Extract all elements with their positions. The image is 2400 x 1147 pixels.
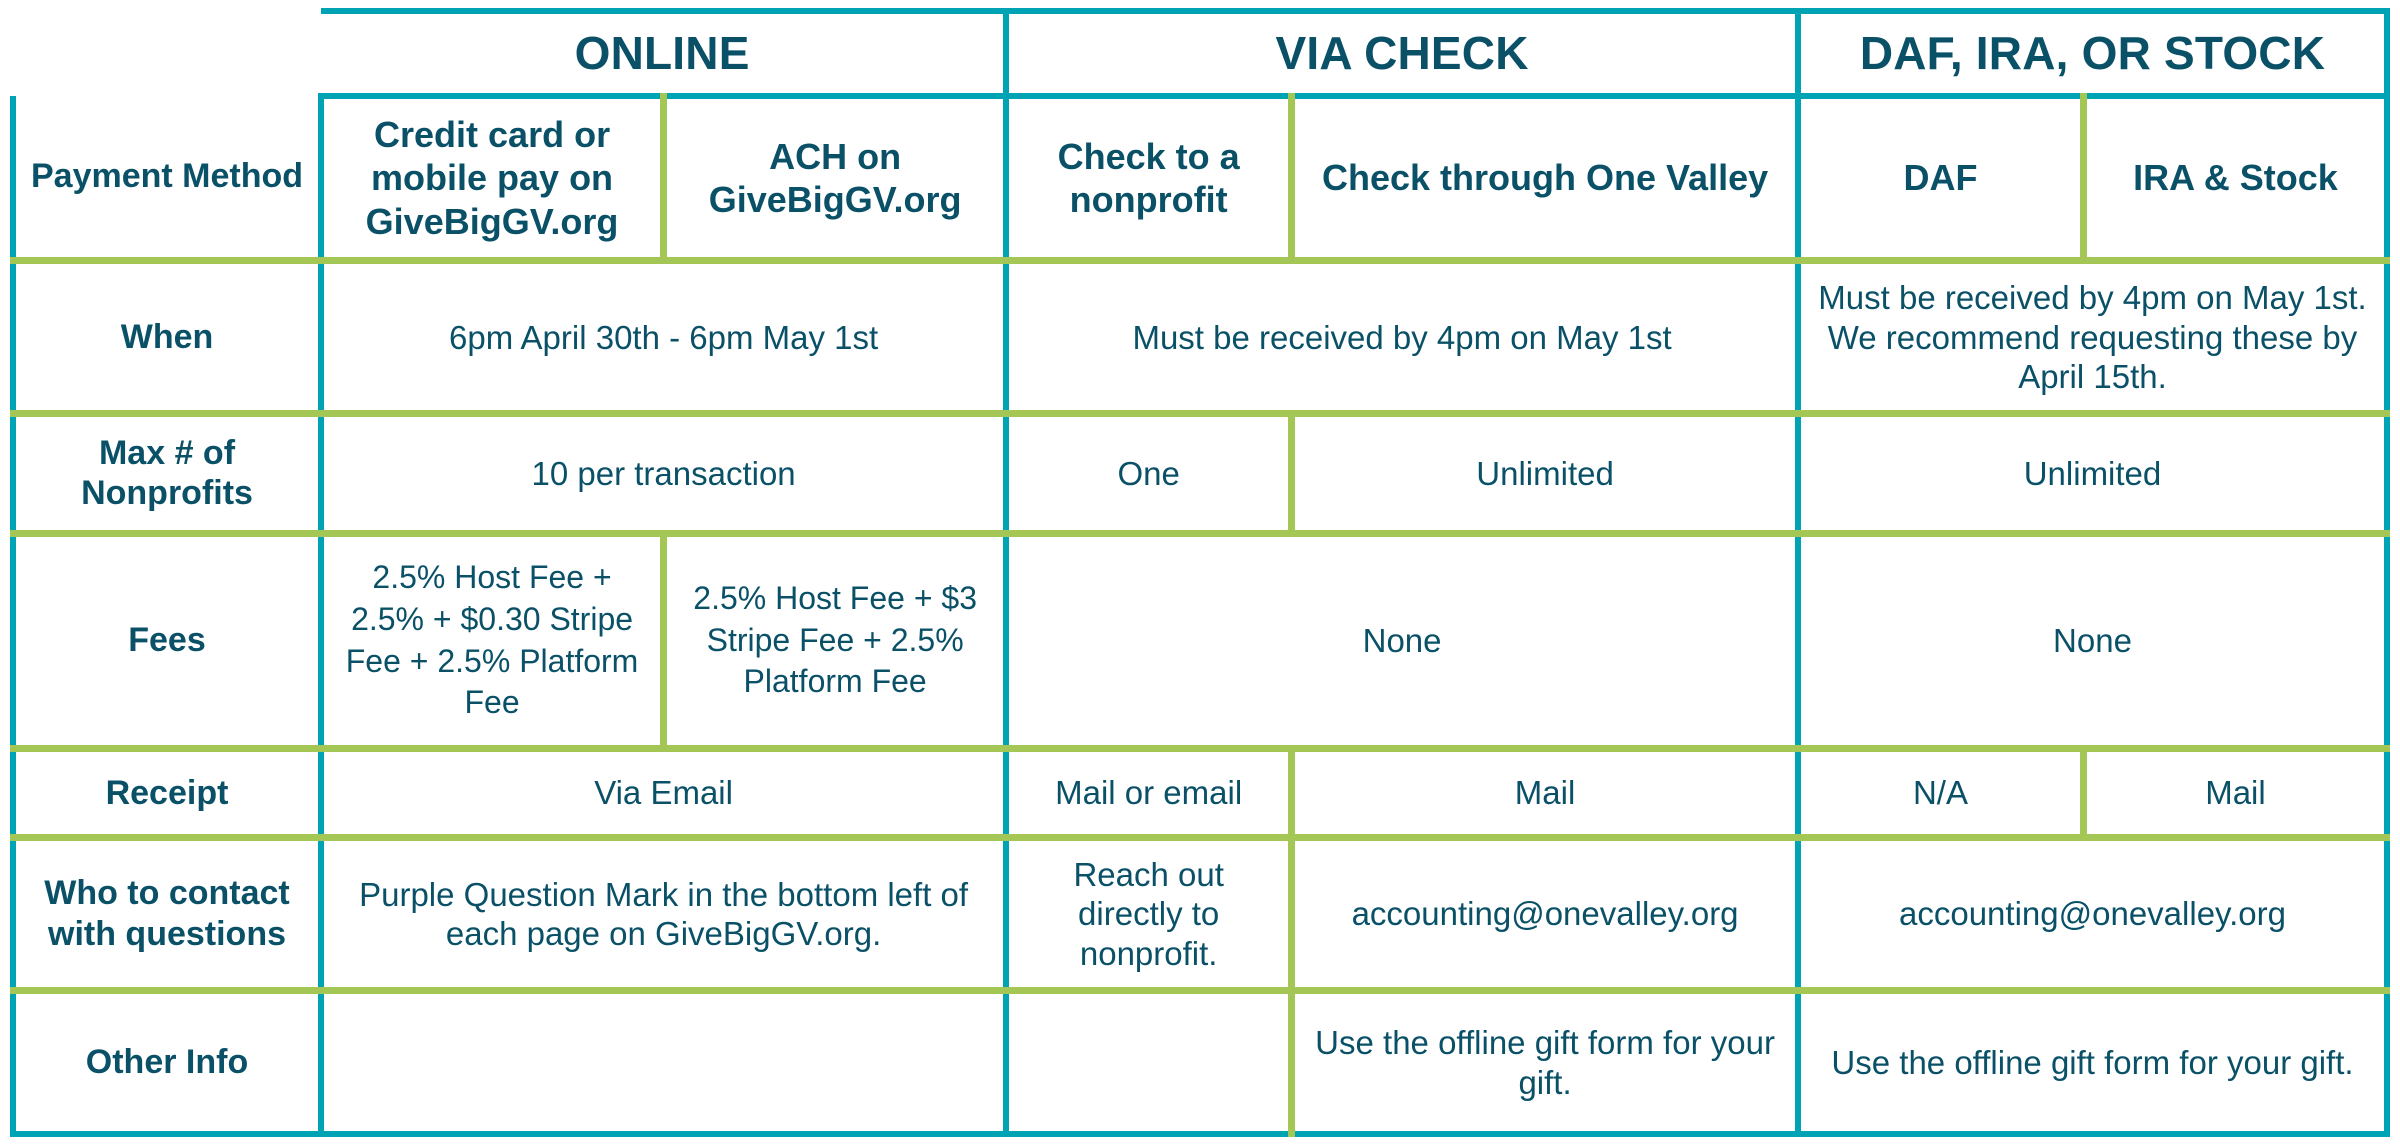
group-header-via-check: VIA CHECK (1006, 8, 1801, 99)
other-info-online-value (321, 990, 1010, 1138)
fees-ach-value: 2.5% Host Fee + $3 Stripe Fee + 2.5% Pla… (663, 533, 1010, 752)
row-label-other-info: Other Info (9, 990, 325, 1138)
group-header-online: ONLINE (321, 8, 1010, 99)
when-online-value: 6pm April 30th - 6pm May 1st (321, 260, 1010, 418)
receipt-row: Receipt Via Email Mail or email Mail N/A… (9, 748, 2390, 842)
row-label-payment-method: Payment Method (9, 95, 325, 265)
receipt-daf-value: N/A (1797, 748, 2087, 842)
column-header-ira-stock: IRA & Stock (2083, 95, 2390, 265)
row-label-receipt: Receipt (9, 748, 325, 842)
fees-daf-group-value: None (1797, 533, 2391, 752)
group-header-corner-blank (13, 11, 322, 96)
column-header-check-through-one-valley: Check through One Valley (1291, 95, 1801, 265)
who-to-contact-daf-group-email[interactable]: accounting@onevalley.org (1797, 837, 2391, 995)
receipt-ira-stock-value: Mail (2083, 748, 2390, 842)
other-info-check-one-valley-value: Use the offline gift form for your gift. (1291, 990, 1801, 1138)
group-header-row: ONLINE VIA CHECK DAF, IRA, OR STOCK (13, 8, 2391, 99)
receipt-check-one-valley-value: Mail (1291, 748, 1801, 842)
row-label-max-nonprofits: Max # of Nonprofits (9, 413, 325, 537)
max-nonprofits-online-value: 10 per transaction (321, 413, 1010, 537)
column-header-check-to-nonprofit: Check to a nonprofit (1006, 95, 1296, 265)
when-row: When 6pm April 30th - 6pm May 1st Must b… (9, 260, 2391, 418)
column-header-credit-card: Credit card or mobile pay on GiveBigGV.o… (321, 95, 668, 265)
fees-check-value: None (1006, 533, 1801, 752)
payment-method-row: Payment Method Credit card or mobile pay… (9, 95, 2390, 265)
who-to-contact-check-nonprofit-value: Reach out directly to nonprofit. (1006, 837, 1296, 995)
max-nonprofits-check-one-valley-value: Unlimited (1291, 413, 1801, 537)
fees-credit-card-value: 2.5% Host Fee + 2.5% + $0.30 Stripe Fee … (321, 533, 668, 752)
max-nonprofits-daf-group-value: Unlimited (1797, 413, 2391, 537)
receipt-check-nonprofit-value: Mail or email (1006, 748, 1296, 842)
who-to-contact-online-value: Purple Question Mark in the bottom left … (321, 837, 1010, 995)
max-nonprofits-row: Max # of Nonprofits 10 per transaction O… (9, 413, 2391, 537)
fees-row: Fees 2.5% Host Fee + 2.5% + $0.30 Stripe… (9, 533, 2391, 752)
column-header-daf: DAF (1797, 95, 2087, 265)
other-info-daf-group-value: Use the offline gift form for your gift. (1797, 990, 2391, 1138)
row-label-when: When (9, 260, 325, 418)
payment-methods-comparison-table: ONLINE VIA CHECK DAF, IRA, OR STOCK Paym… (9, 8, 2391, 1138)
group-header-daf-ira-stock: DAF, IRA, OR STOCK (1797, 8, 2391, 99)
max-nonprofits-check-nonprofit-value: One (1006, 413, 1296, 537)
other-info-check-nonprofit-value (1006, 990, 1296, 1138)
who-to-contact-row: Who to contact with questions Purple Que… (9, 837, 2391, 995)
other-info-row: Other Info Use the offline gift form for… (9, 990, 2391, 1138)
when-check-value: Must be received by 4pm on May 1st (1006, 260, 1801, 418)
when-daf-group-value: Must be received by 4pm on May 1st. We r… (1797, 260, 2391, 418)
row-label-fees: Fees (9, 533, 325, 752)
who-to-contact-check-one-valley-email[interactable]: accounting@onevalley.org (1291, 837, 1801, 995)
row-label-who-to-contact: Who to contact with questions (9, 837, 325, 995)
receipt-online-value: Via Email (321, 748, 1010, 842)
column-header-ach: ACH on GiveBigGV.org (663, 95, 1010, 265)
